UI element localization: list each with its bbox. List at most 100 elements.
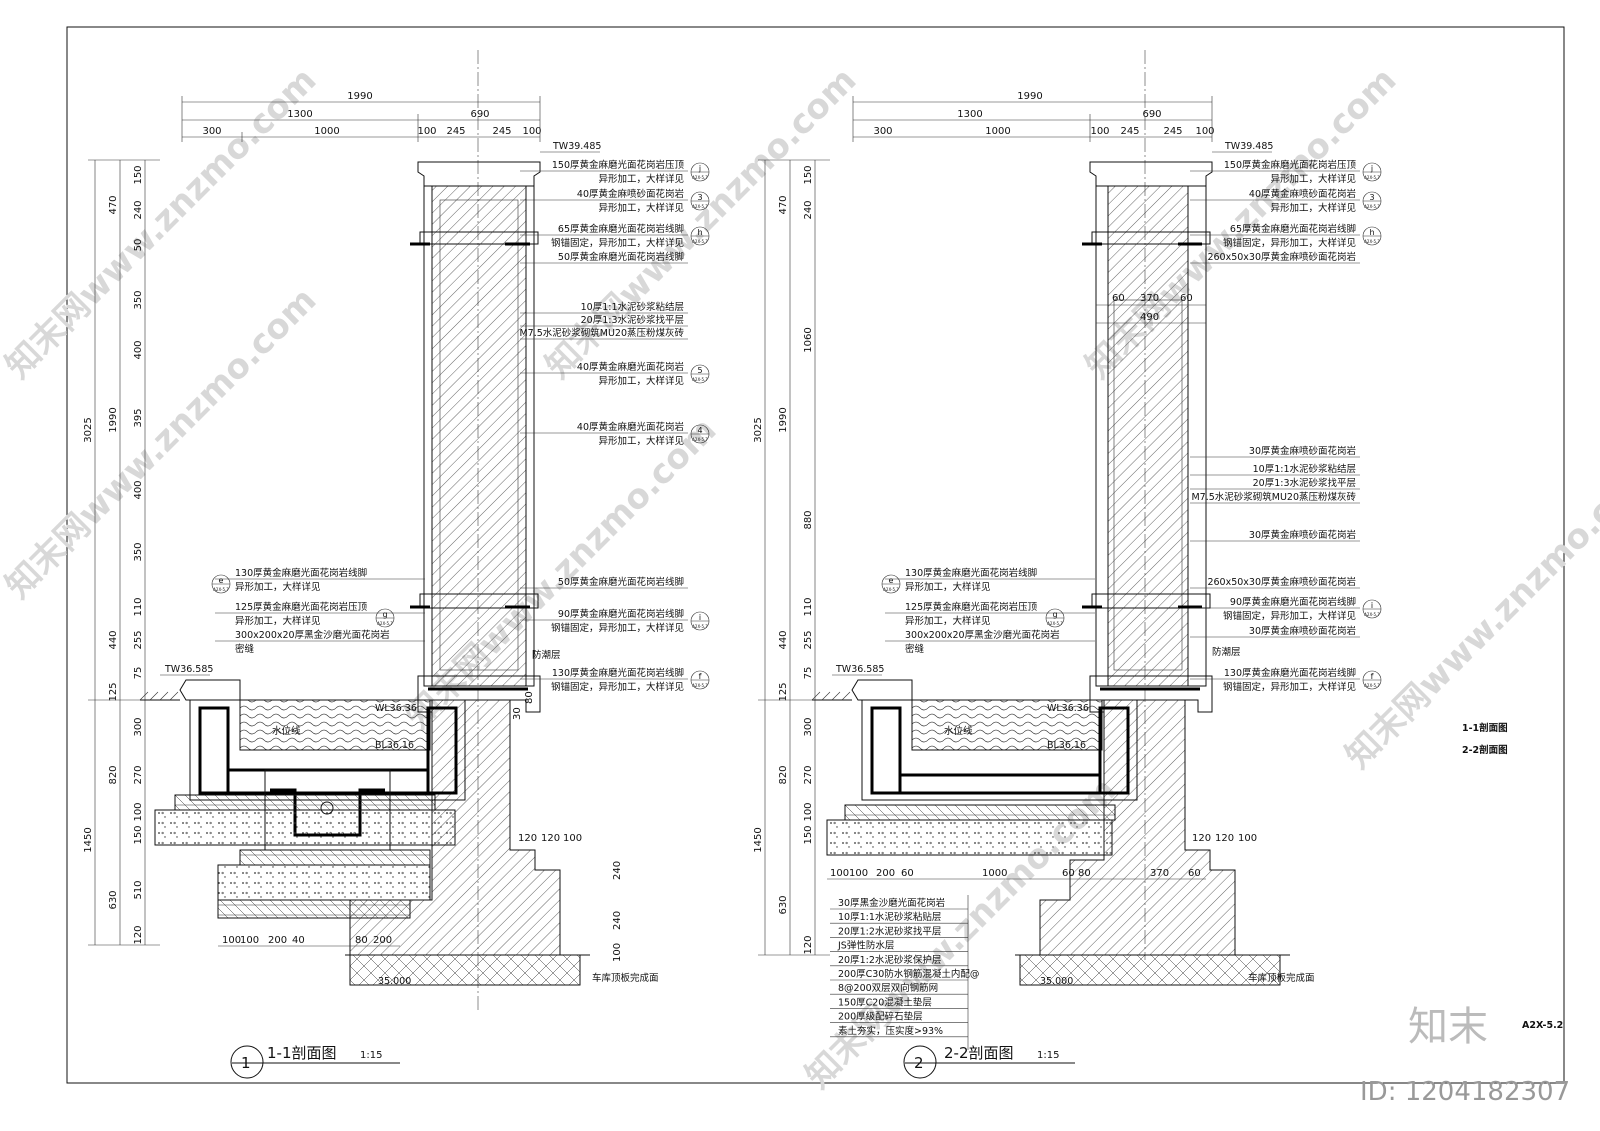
layer-list: 30厚黑金沙磨光面花岗岩10厚1:1水泥砂浆粘贴层20厚1:2水泥砂浆找平层JS… <box>830 895 979 1050</box>
svg-text:100: 100 <box>240 935 259 946</box>
left-dimensions: 3025 1450 470 1990 440 125 820 630 150 2… <box>753 159 830 956</box>
detail-tag: 3 <box>1369 193 1374 202</box>
svg-text:100: 100 <box>1238 833 1257 844</box>
left-callout-text: 125厚黄金麻磨光面花岗岩压顶 <box>905 601 1038 613</box>
svg-text:100: 100 <box>522 126 541 137</box>
svg-text:120: 120 <box>541 833 560 844</box>
svg-text:75: 75 <box>803 667 814 680</box>
svg-text:150: 150 <box>133 825 144 844</box>
elev-bottom: BL36.16 <box>375 740 414 751</box>
svg-text:255: 255 <box>803 630 814 649</box>
svg-text:80: 80 <box>355 935 368 946</box>
svg-text:1300: 1300 <box>957 109 982 120</box>
detail-ref: A2X-5.7 <box>377 621 393 626</box>
left-callout-text: 125厚黄金麻磨光面花岗岩压顶 <box>235 601 368 613</box>
svg-text:125: 125 <box>778 682 789 701</box>
callout-text: 40厚黄金麻磨光面花岗岩 <box>577 361 684 373</box>
svg-text:1060: 1060 <box>803 327 814 352</box>
callout-subtext: 异形加工，大样详见 <box>1270 202 1356 214</box>
detail-tag: g <box>1052 610 1057 619</box>
left-callout-text: 300x200x20厚黑金沙磨光面花岗岩 <box>905 629 1060 641</box>
svg-text:245: 245 <box>1163 126 1182 137</box>
elev-ground: 35.000 <box>378 976 411 987</box>
layer-item: 200厚级配碎石垫层 <box>838 1011 923 1023</box>
layer-item: 20厚1:2水泥砂浆保护层 <box>838 954 941 966</box>
sheet-frame <box>66 26 1565 1084</box>
legend-item: 1-1剖面图 <box>1462 722 1508 734</box>
detail-tag: j <box>698 164 701 173</box>
svg-text:1:15: 1:15 <box>1037 1050 1059 1061</box>
callout-subtext: 钢锚固定，异形加工，大样详见 <box>1223 237 1356 249</box>
layer-item: 10厚1:1水泥砂浆粘贴层 <box>838 911 941 923</box>
section-number-circle <box>230 1045 264 1079</box>
brick-layer <box>217 899 411 919</box>
left-dimensions: 3025 1450 470 1990 440 125 820 630 150 2… <box>83 159 160 946</box>
dim-left: 1300 <box>287 109 312 120</box>
callout-text: 260x50x30厚黄金麻喷砂面花岗岩 <box>1207 251 1356 263</box>
svg-text:440: 440 <box>108 630 119 649</box>
svg-text:270: 270 <box>803 765 814 784</box>
svg-text:75: 75 <box>133 667 144 680</box>
callout-text: 10厚1:1水泥砂浆粘结层 <box>1253 463 1356 475</box>
detail-tag: i <box>699 613 701 622</box>
callout-subtext: 钢锚固定，异形加工，大样详见 <box>1223 610 1356 622</box>
svg-text:300: 300 <box>873 126 892 137</box>
svg-text:1000: 1000 <box>982 868 1007 879</box>
svg-text:200: 200 <box>373 935 392 946</box>
moulding-band <box>419 593 539 609</box>
svg-text:630: 630 <box>778 895 789 914</box>
slab-label: 车库顶板完成面 <box>592 972 659 984</box>
svg-text:100: 100 <box>1090 126 1109 137</box>
svg-text:防潮层: 防潮层 <box>1212 646 1241 658</box>
svg-text:100: 100 <box>1195 126 1214 137</box>
column-dims: 60 370 60 490 <box>1096 293 1206 324</box>
left-callout-subtext: 密缝 <box>235 643 255 655</box>
svg-text:BL36.16: BL36.16 <box>1047 740 1086 751</box>
callout-subtext: 异形加工，大样详见 <box>598 435 684 447</box>
svg-text:400: 400 <box>133 340 144 359</box>
svg-text:120: 120 <box>133 925 144 944</box>
column <box>1039 161 1236 956</box>
callout-subtext: 异形加工，大样详见 <box>598 202 684 214</box>
pool-coping <box>179 679 241 701</box>
svg-text:1990: 1990 <box>108 407 119 432</box>
left-callout-text: 130厚黄金麻磨光面花岗岩线脚 <box>905 567 1037 579</box>
elev-water: WL36.36 <box>375 703 417 714</box>
callout-text: 130厚黄金麻磨光面花岗岩线脚 <box>552 667 684 679</box>
detail-ref: A2X-5.7 <box>692 175 708 180</box>
detail-ref: A2X-5.7 <box>692 204 708 209</box>
callout-text: 50厚黄金麻磨光面花岗岩线脚 <box>558 251 684 263</box>
callout-text: 90厚黄金麻磨光面花岗岩线脚 <box>558 608 684 620</box>
svg-text:470: 470 <box>778 195 789 214</box>
svg-text:400: 400 <box>133 480 144 499</box>
detail-ref: A2X-5.7 <box>1364 204 1380 209</box>
detail-ref: A2X-5.7 <box>692 437 708 442</box>
callout-text: 130厚黄金麻磨光面花岗岩线脚 <box>1224 667 1356 679</box>
section-title-text: 1-1剖面图 <box>267 1044 337 1062</box>
callout-text: 150厚黄金麻磨光面花岗岩压顶 <box>552 159 685 171</box>
svg-text:370: 370 <box>1150 868 1169 879</box>
section-title: 2 2-2剖面图 1:15 <box>903 1044 1075 1079</box>
detail-tag: e <box>889 576 894 585</box>
svg-text:120: 120 <box>1215 833 1234 844</box>
callout-text: 65厚黄金麻磨光面花岗岩线脚 <box>1230 223 1356 235</box>
svg-text:395: 395 <box>133 408 144 427</box>
layer-item: 20厚1:2水泥砂浆找平层 <box>838 925 941 937</box>
svg-text:TW36.585: TW36.585 <box>835 664 884 675</box>
detail-tag: f <box>1371 672 1374 681</box>
layer-item: 200厚C30防水钢筋混凝土内配@ <box>838 968 979 980</box>
svg-text:245: 245 <box>1120 126 1139 137</box>
section-2-2: 1990 1300 690 300 1000 100 245 245 100 3… <box>753 50 1382 1079</box>
sheet-id: ID: 1204182307 <box>1360 1077 1570 1107</box>
svg-text:150: 150 <box>803 165 814 184</box>
sub-layer <box>239 849 431 866</box>
svg-text:100: 100 <box>133 802 144 821</box>
callout-text: 50厚黄金麻磨光面花岗岩线脚 <box>558 576 684 588</box>
sheet-logo: 知末 <box>1408 1004 1488 1050</box>
left-callout-subtext: 异形加工，大样详见 <box>235 581 321 593</box>
column-body <box>431 185 527 687</box>
detail-ref: A2X-5.7 <box>692 683 708 688</box>
section-scale: 1:15 <box>360 1050 382 1061</box>
callout-text: 260x50x30厚黄金麻喷砂面花岗岩 <box>1207 576 1356 588</box>
callout-text: 90厚黄金麻磨光面花岗岩线脚 <box>1230 596 1356 608</box>
